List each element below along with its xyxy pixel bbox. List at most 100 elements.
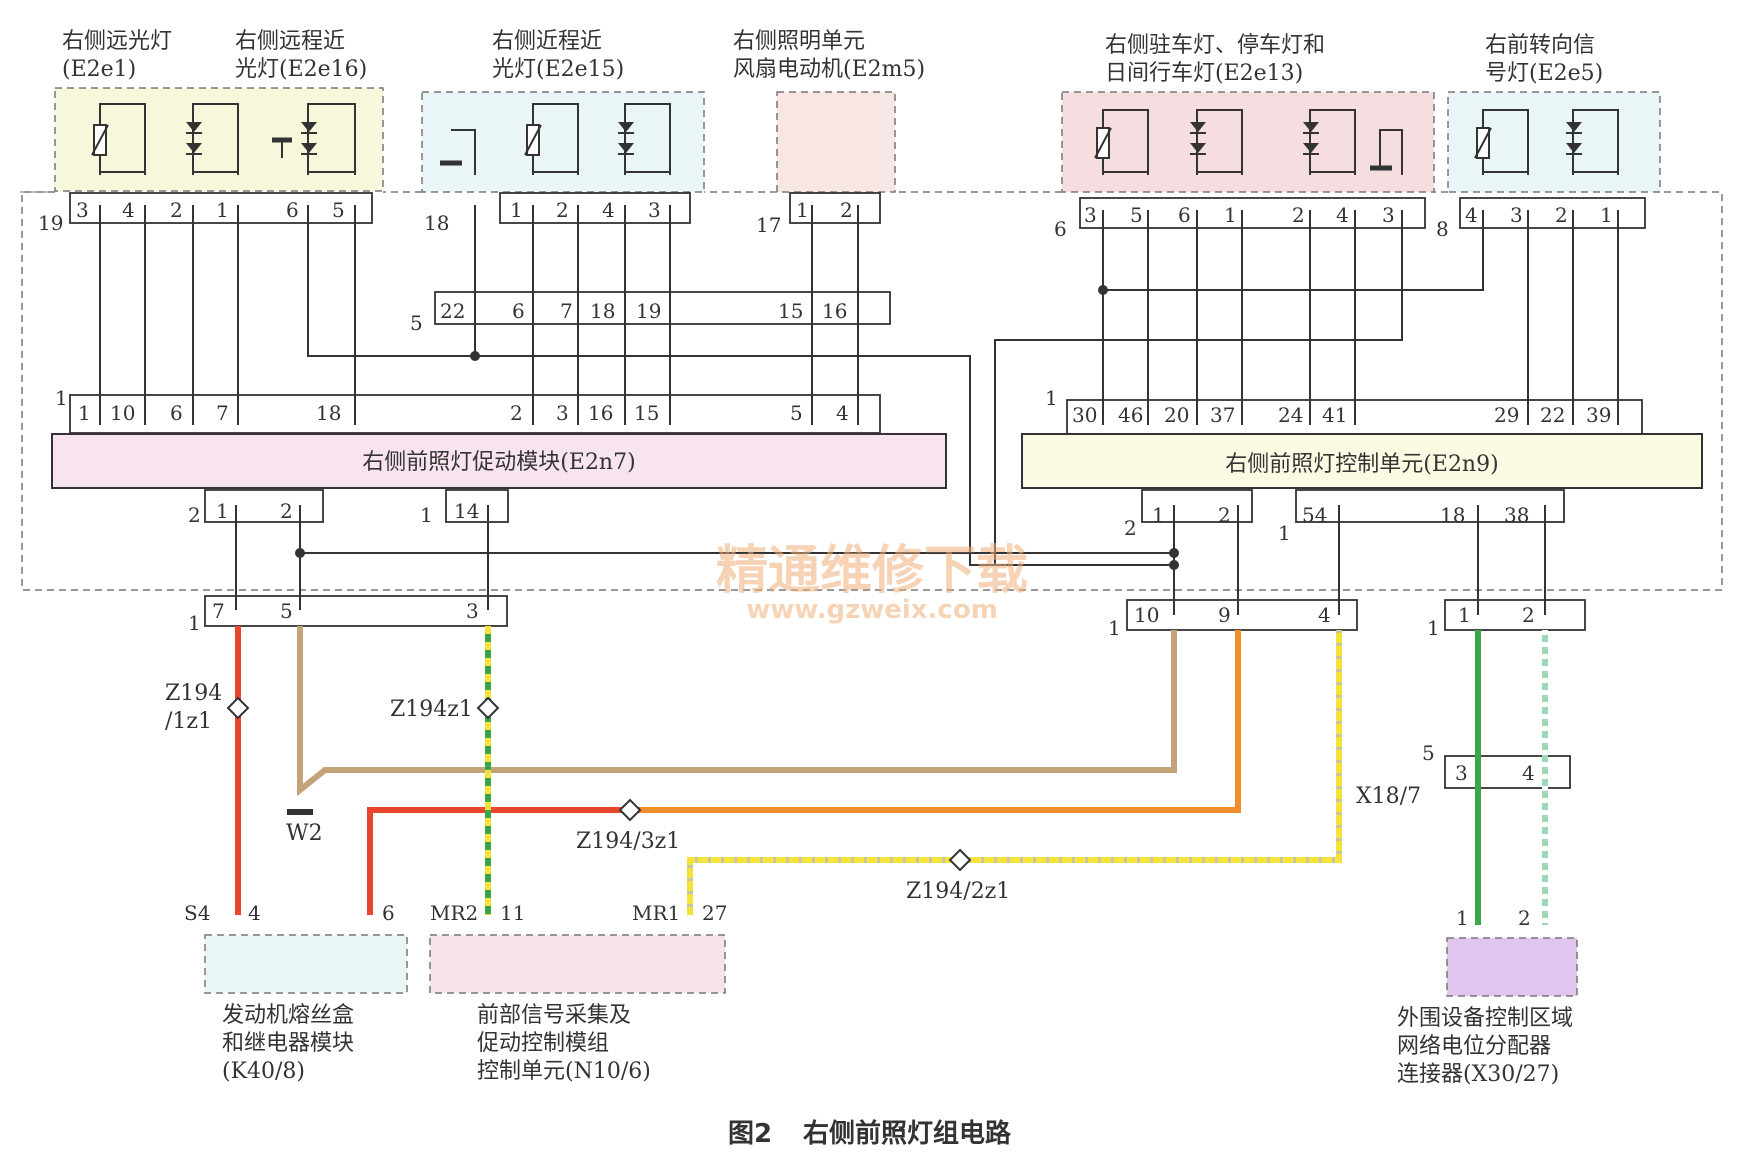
pin: 7 — [212, 599, 225, 623]
pin: 4 — [122, 198, 135, 222]
conn-label-5: 5 — [410, 311, 423, 335]
pin: 7 — [560, 299, 573, 323]
pin: 7 — [216, 401, 229, 425]
conn-label-bm: 1 — [1108, 616, 1121, 640]
pin: 6 — [512, 299, 525, 323]
pin: 1 — [1458, 603, 1471, 627]
label-e2e15-name: 右侧近程近 — [492, 29, 602, 54]
pin: 2 — [556, 198, 569, 222]
pin: 4 — [1465, 203, 1478, 227]
pin: 1 — [1600, 203, 1613, 227]
label-x30-2: 网络电位分配器 — [1397, 1034, 1551, 1059]
pin: 39 — [1586, 403, 1611, 427]
conn-label-e2n9-b2: 2 — [1124, 516, 1137, 540]
pin: 2 — [1555, 203, 1568, 227]
splice-markers — [226, 696, 972, 872]
label-e2e1-code: (E2e1) — [62, 57, 136, 82]
component-labels: 右侧远光灯 (E2e1) 右侧远程近 光灯(E2e16) 右侧近程近 光灯(E2… — [62, 29, 1603, 1087]
pin: 37 — [1210, 403, 1235, 427]
pin: 27 — [702, 901, 727, 925]
figure-number: 图2 — [728, 1119, 772, 1149]
conn-label-6: 6 — [1054, 217, 1067, 241]
pin: 4 — [1318, 603, 1331, 627]
conn-label-e2n9-b1: 1 — [1278, 521, 1291, 545]
pin: 38 — [1504, 503, 1529, 527]
box-e2e1-e2e16 — [54, 87, 384, 192]
label-e2e5-name: 右前转向信 — [1485, 33, 1595, 58]
pin: 6 — [286, 198, 299, 222]
pin: 20 — [1164, 403, 1189, 427]
pin: 18 — [590, 299, 615, 323]
connector-br — [1444, 599, 1586, 631]
connector-e2n7-b1 — [445, 489, 509, 523]
connector-bl — [204, 595, 508, 627]
pin: 19 — [636, 299, 661, 323]
colored-wires — [235, 626, 1548, 925]
conn-label-18: 18 — [424, 211, 449, 235]
pin: 2 — [280, 499, 293, 523]
pin: 9 — [1218, 603, 1231, 627]
conn-label-mr2: MR2 — [430, 901, 478, 925]
pin: 1 — [216, 499, 229, 523]
connector-5 — [434, 291, 891, 325]
label-x30-1: 外围设备控制区域 — [1397, 1006, 1573, 1031]
label-e2n9: 右侧前照灯控制单元(E2n9) — [1225, 452, 1498, 477]
label-n10-3: 控制单元(N10/6) — [477, 1059, 651, 1084]
headlamp-assembly-boundary — [21, 191, 1723, 591]
wire-label-z1: Z194z1 — [390, 697, 473, 722]
module-e2n7 — [51, 433, 947, 489]
pin: 2 — [170, 198, 183, 222]
conn-label-br: 1 — [1427, 616, 1440, 640]
pin: 2 — [1522, 603, 1535, 627]
pin: 22 — [1540, 403, 1565, 427]
pin: 5 — [280, 599, 293, 623]
junction-dots — [295, 285, 1179, 570]
wire-label-1z1-a: Z194 — [165, 681, 222, 706]
pin: 3 — [648, 198, 661, 222]
pin: 6 — [170, 401, 183, 425]
pin: 4 — [248, 901, 261, 925]
splice-z1 — [476, 696, 500, 720]
pin: 10 — [1134, 603, 1159, 627]
label-e2e1-name: 右侧远光灯 — [62, 29, 172, 54]
pin: 29 — [1494, 403, 1519, 427]
pin: 4 — [1522, 761, 1535, 785]
conn-label-e2n7-b1: 1 — [420, 503, 433, 527]
conn-label-bl: 1 — [188, 611, 201, 635]
splice-1z1 — [226, 696, 250, 720]
wire-label-2z1: Z194/2z1 — [906, 879, 1010, 904]
connector-labels: 19 18 17 6 8 5 1 1 2 1 2 1 1 1 1 5 X18/7… — [38, 211, 1449, 925]
pin: 5 — [1130, 203, 1143, 227]
pin: 24 — [1278, 403, 1303, 427]
conn-label-e2n7-b2: 2 — [188, 503, 201, 527]
label-e2e5-code: 号灯(E2e5) — [1485, 61, 1603, 86]
conn-name-x18: X18/7 — [1356, 784, 1421, 809]
pin: 18 — [316, 401, 341, 425]
led-symbols — [186, 122, 1582, 155]
pin: 30 — [1072, 403, 1097, 427]
label-k40-1: 发动机熔丝盒 — [222, 1003, 354, 1028]
pin: 2 — [840, 198, 853, 222]
pin: 4 — [602, 198, 615, 222]
conn-label-17: 17 — [756, 213, 781, 237]
pin: 16 — [588, 401, 613, 425]
pin: 15 — [778, 299, 803, 323]
pin-numbers: 3 4 2 1 6 5 1 2 4 3 1 2 3 5 6 1 2 4 3 4 … — [76, 198, 1613, 930]
pin: 3 — [556, 401, 569, 425]
lamp-symbols — [91, 103, 1619, 175]
wire-labels: Z194 /1z1 Z194z1 Z194/3z1 Z194/2z1 W2 — [165, 681, 1010, 904]
conn-label-19: 19 — [38, 211, 63, 235]
wire-yellow-2z1 — [687, 630, 1342, 915]
pin: 1 — [1456, 906, 1469, 930]
label-e2m5-name: 右侧照明单元 — [733, 29, 865, 54]
label-n10-2: 促动控制模组 — [477, 1031, 609, 1056]
label-e2e13-name: 右侧驻车灯、停车灯和 — [1105, 33, 1325, 58]
box-n10 — [429, 934, 726, 994]
pin: 1 — [1152, 503, 1165, 527]
pin: 3 — [1510, 203, 1523, 227]
conn-label-x18: 5 — [1422, 741, 1435, 765]
watermark-url: www.gzweix.com — [746, 595, 998, 625]
label-e2e16-code: 光灯(E2e16) — [235, 57, 367, 82]
connector-17 — [789, 192, 881, 224]
